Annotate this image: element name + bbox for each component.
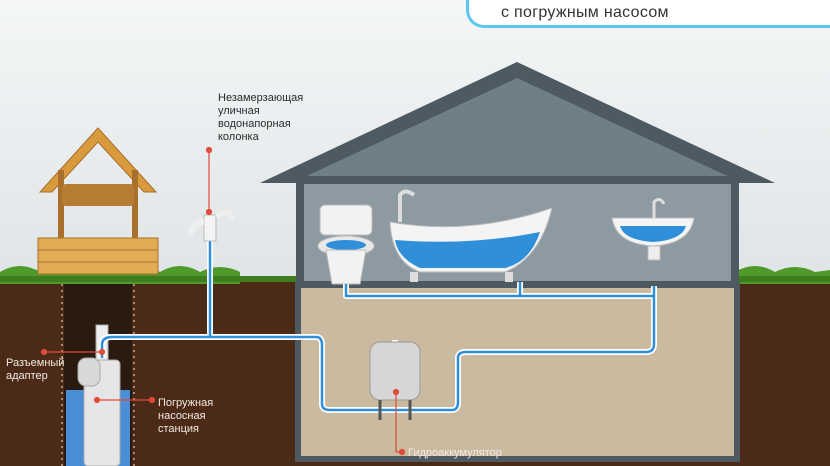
pipes-water xyxy=(100,238,656,412)
label-accumulator: Гидроаккумулятор xyxy=(408,447,502,459)
label-hydrant: Незамерзающая уличная водонапорная колон… xyxy=(218,92,303,144)
toilet xyxy=(317,204,375,285)
label-line: водонапорная xyxy=(218,118,291,130)
label-line: уличная xyxy=(218,105,260,117)
label-line: Погружная xyxy=(158,397,214,409)
callouts xyxy=(40,146,406,456)
label-adapter: Разъемный адаптер xyxy=(6,357,64,383)
sink xyxy=(611,197,695,261)
hydrant xyxy=(187,210,235,242)
basement xyxy=(295,282,740,462)
label-line: Незамерзающая xyxy=(218,92,304,104)
label-line: станция xyxy=(158,423,200,435)
well xyxy=(37,127,159,275)
title: с погружным насосом xyxy=(501,4,669,21)
bathtub xyxy=(389,189,553,282)
label-line: насосная xyxy=(158,410,206,422)
label-line: адаптер xyxy=(6,370,48,382)
label-line: Разъемный xyxy=(6,357,65,369)
label-line: колонка xyxy=(218,131,259,143)
title-banner: с погружным насосом xyxy=(466,0,830,28)
label-pump: Погружная насосная станция xyxy=(158,397,213,436)
accumulator xyxy=(369,341,421,420)
